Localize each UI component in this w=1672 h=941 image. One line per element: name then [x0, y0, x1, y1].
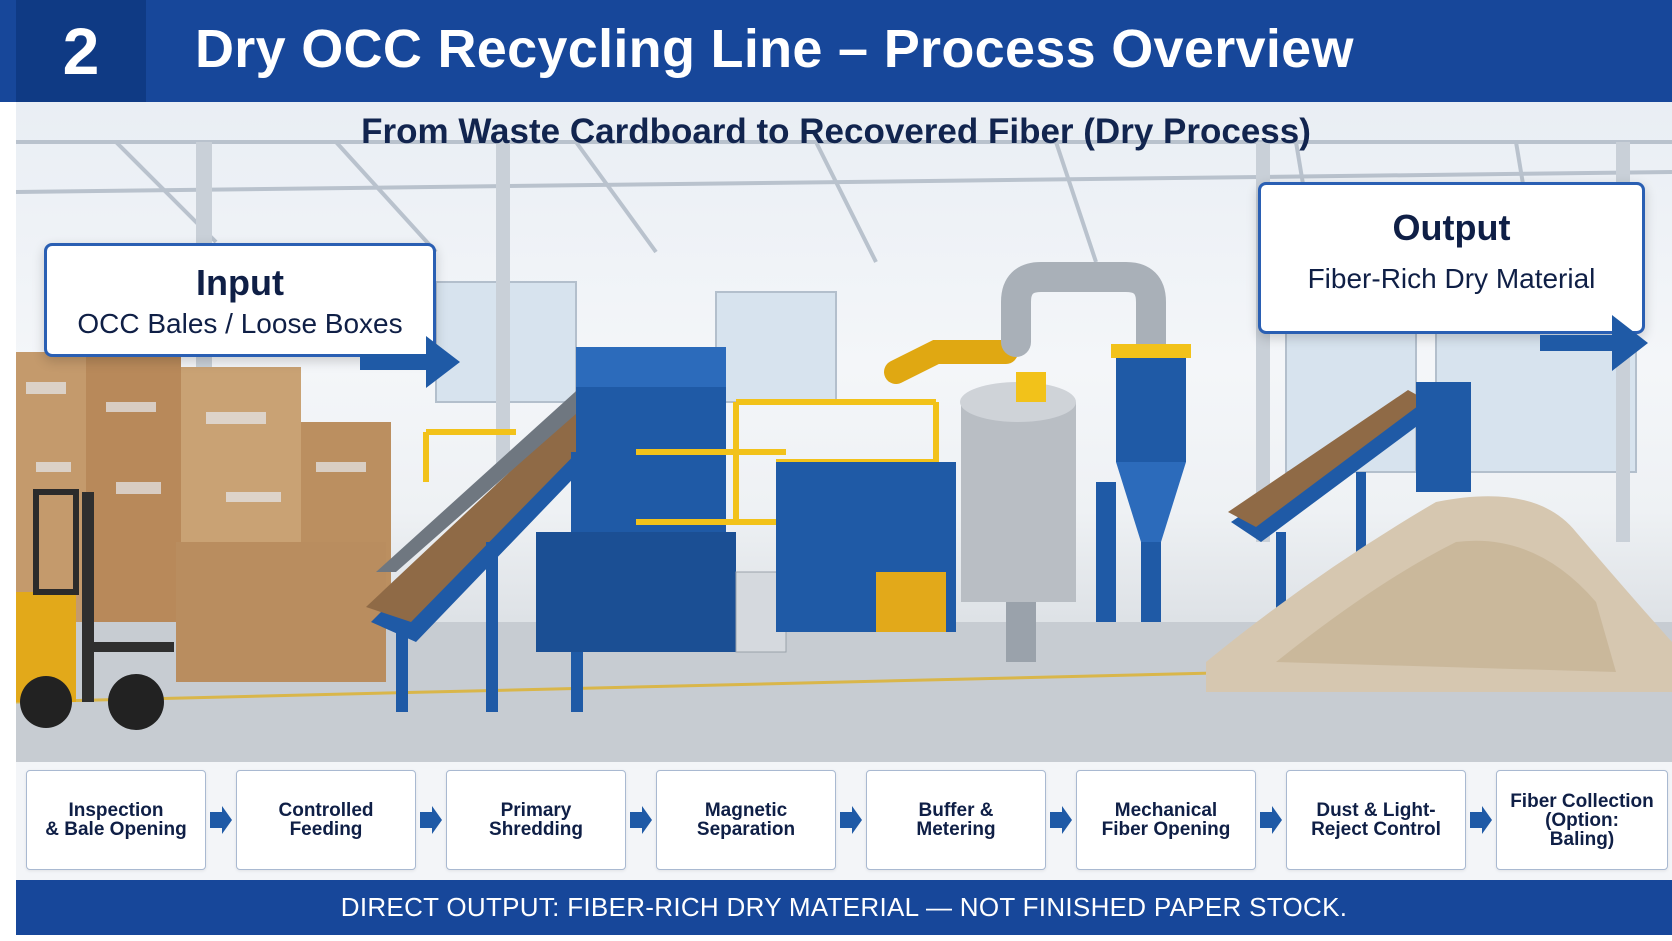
input-subtitle: OCC Bales / Loose Boxes: [77, 308, 403, 339]
subtitle: From Waste Cardboard to Recovered Fiber …: [361, 112, 1311, 151]
section-number: 2: [16, 0, 146, 102]
output-conveyor: [1228, 382, 1471, 622]
output-callout: Output Fiber-Rich Dry Material: [1258, 182, 1645, 334]
arrow-right-icon: [1540, 315, 1648, 371]
step-primary-shredding: Primary Shredding: [446, 770, 626, 870]
support-frames: [776, 462, 956, 632]
silo: [960, 372, 1076, 662]
step-fiber-opening: Mechanical Fiber Opening: [1076, 770, 1256, 870]
arrow-right-icon: [210, 806, 232, 834]
arrow-right-icon: [1260, 806, 1282, 834]
arrow-right-icon: [360, 336, 460, 388]
shredder-unit: [536, 347, 787, 653]
step-dust-reject-control: Dust & Light- Reject Control: [1286, 770, 1466, 870]
step-buffer-metering: Buffer & Metering: [866, 770, 1046, 870]
arrow-right-icon: [630, 806, 652, 834]
arrow-right-icon: [1470, 806, 1492, 834]
step-inspection: Inspection & Bale Opening: [26, 770, 206, 870]
output-title: Output: [1392, 207, 1511, 248]
cyclone: [1096, 344, 1191, 622]
arrow-right-icon: [840, 806, 862, 834]
ducting: [884, 262, 1166, 384]
output-subtitle: Fiber-Rich Dry Material: [1307, 263, 1596, 294]
header-bar: 2 Dry OCC Recycling Line – Process Overv…: [0, 0, 1672, 102]
roof-trusses: [16, 140, 1672, 263]
footer-banner: DIRECT OUTPUT: FIBER-RICH DRY MATERIAL —…: [16, 880, 1672, 935]
fiber-pile: [1206, 496, 1672, 692]
input-title: Input: [196, 262, 284, 303]
step-controlled-feeding: Controlled Feeding: [236, 770, 416, 870]
page-title: Dry OCC Recycling Line – Process Overvie…: [195, 19, 1354, 79]
step-fiber-collection: Fiber Collection (Option: Baling): [1496, 770, 1668, 870]
forklift: [16, 489, 174, 730]
input-callout: Input OCC Bales / Loose Boxes: [44, 243, 436, 357]
arrow-right-icon: [420, 806, 442, 834]
step-magnetic-separation: Magnetic Separation: [656, 770, 836, 870]
cardboard-bales: [16, 352, 391, 682]
arrow-right-icon: [1050, 806, 1072, 834]
factory-illustration: [16, 140, 1672, 762]
